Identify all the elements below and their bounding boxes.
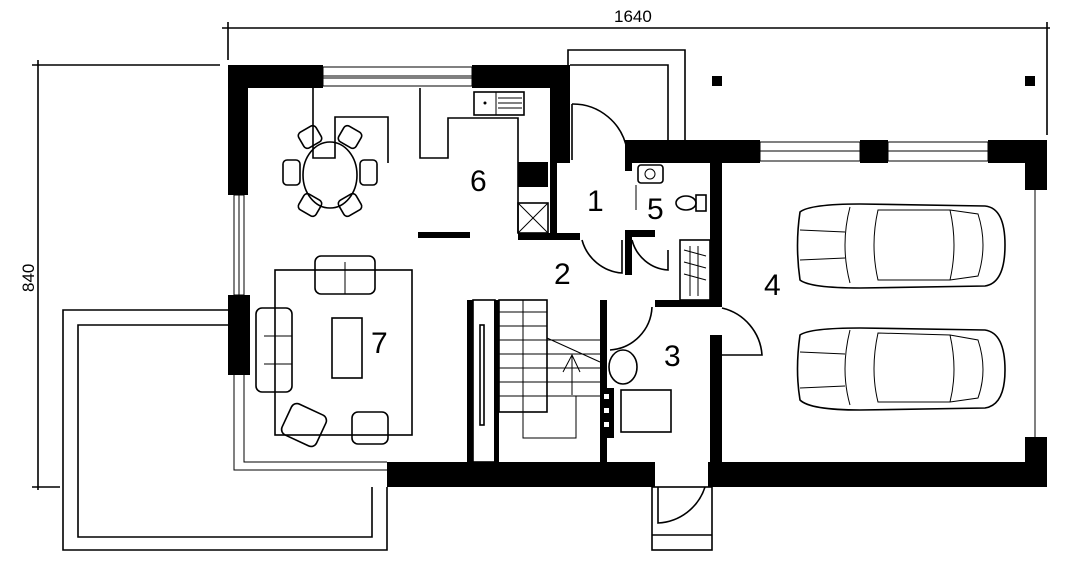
room-number-7: 7 bbox=[371, 327, 388, 360]
room-number-4: 4 bbox=[764, 269, 781, 302]
room-number-5: 5 bbox=[647, 193, 664, 226]
room-number-2: 2 bbox=[554, 258, 571, 291]
living-furniture bbox=[255, 255, 413, 448]
room-number-1: 1 bbox=[587, 185, 604, 218]
car-bottom bbox=[796, 327, 1006, 411]
terrace bbox=[62, 309, 388, 551]
dimension-depth: 840 bbox=[19, 60, 220, 490]
kitchen-fittings bbox=[312, 88, 549, 234]
staircase bbox=[472, 299, 601, 463]
room-number-3: 3 bbox=[664, 340, 681, 373]
windows bbox=[233, 66, 1036, 471]
utility-fittings bbox=[600, 349, 672, 438]
porch bbox=[567, 49, 1035, 551]
doors bbox=[571, 103, 763, 524]
width-label: 1640 bbox=[614, 7, 652, 26]
wc-fittings bbox=[635, 164, 711, 301]
dimension-width: 1640 bbox=[222, 7, 1050, 135]
walls bbox=[228, 65, 1047, 487]
room-number-6: 6 bbox=[470, 165, 487, 198]
depth-label: 840 bbox=[19, 264, 38, 292]
dining-table bbox=[282, 124, 378, 218]
car-top bbox=[796, 203, 1006, 289]
